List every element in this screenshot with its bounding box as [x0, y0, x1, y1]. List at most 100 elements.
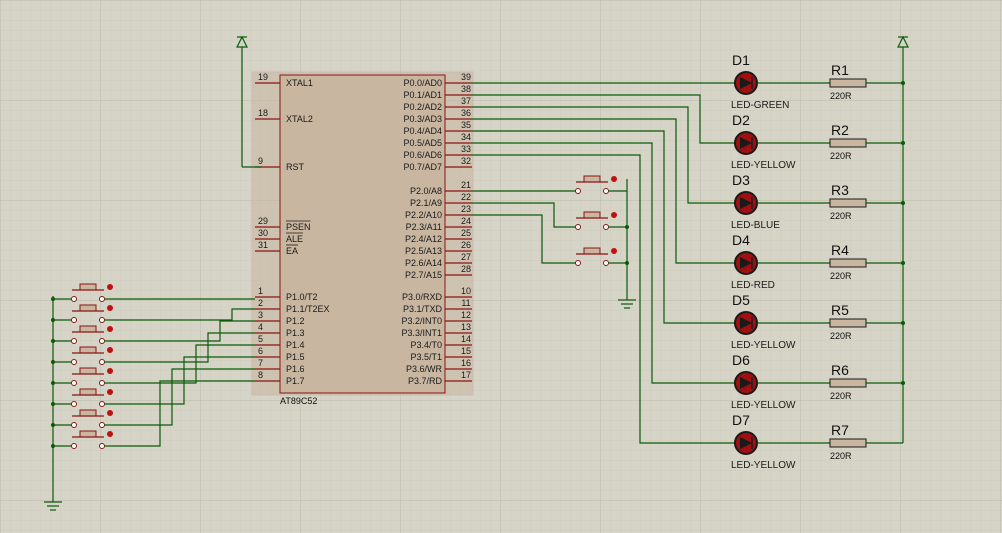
push-button-icon[interactable]: [472, 214, 629, 266]
junction-dot: [901, 261, 905, 265]
resistor-value-label: 220R: [830, 91, 852, 101]
mcu-chip[interactable]: AT89C52 19XTAL118XTAL29RST29PSEN30ALE31E…: [251, 71, 474, 406]
push-button-icon[interactable]: [51, 368, 255, 428]
mcu-pin-label: P3.0/RXD: [402, 292, 443, 302]
button-contact: [99, 401, 105, 407]
led-icon[interactable]: [730, 371, 830, 395]
junction-dot: [901, 141, 905, 145]
junction-dot: [51, 297, 55, 301]
push-button-icon[interactable]: [472, 202, 629, 230]
led-ref-label: D5: [732, 292, 750, 308]
led-icon[interactable]: [730, 431, 830, 455]
led-icon[interactable]: [730, 71, 830, 95]
mcu-pin-label: P0.6/AD6: [403, 150, 442, 160]
button-contact: [71, 296, 77, 302]
mcu-pin-number: 17: [461, 370, 471, 380]
resistor-ref-label: R2: [831, 122, 849, 138]
resistor-icon[interactable]: [829, 138, 903, 148]
button-dot: [107, 368, 113, 374]
mcu-pin-number: 10: [461, 286, 471, 296]
mcu-pin-label: P3.4/T0: [410, 340, 442, 350]
led-icon[interactable]: [730, 311, 830, 335]
led-icon[interactable]: [730, 191, 830, 215]
push-button-icon[interactable]: [472, 175, 627, 194]
button-cap: [583, 175, 601, 183]
button-dot: [611, 212, 617, 218]
button-contact: [603, 224, 609, 230]
mcu-left-pins: 19XTAL118XTAL29RST29PSEN30ALE31EA1P1.0/T…: [255, 72, 330, 386]
wire: [472, 154, 730, 444]
mcu-pin-label: P3.7/RD: [408, 376, 443, 386]
mcu-pin-number: 13: [461, 322, 471, 332]
mcu-pin-number: 38: [461, 84, 471, 94]
led-ref-label: D7: [732, 412, 750, 428]
resistor-icon[interactable]: [829, 258, 903, 268]
push-button-icon[interactable]: [51, 304, 255, 323]
led-type-label: LED-RED: [731, 280, 775, 291]
mcu-body: [279, 74, 446, 394]
button-contact: [99, 359, 105, 365]
wire: [472, 214, 576, 264]
resistor-icon[interactable]: [829, 378, 903, 388]
push-button-icon[interactable]: [51, 283, 255, 302]
push-button-icon[interactable]: [51, 344, 255, 386]
button-contact: [99, 317, 105, 323]
push-button-icon[interactable]: [51, 332, 255, 365]
mcu-pin-number: 27: [461, 252, 471, 262]
resistor-icon[interactable]: [829, 318, 903, 328]
led-type-label: LED-YELLOW: [731, 400, 796, 411]
mcu-pin-label: P0.7/AD7: [403, 162, 442, 172]
mcu-pin-label: P0.4/AD4: [403, 126, 442, 136]
mcu-pin-number: 14: [461, 334, 471, 344]
button-cap: [79, 346, 97, 354]
mcu-pin-number: 25: [461, 228, 471, 238]
mcu-pin-number: 3: [258, 310, 263, 320]
junction-dot: [51, 381, 55, 385]
resistor-ref-label: R5: [831, 302, 849, 318]
button-contact: [71, 380, 77, 386]
mcu-name-label: AT89C52: [280, 396, 317, 406]
mcu-pin-number: 19: [258, 72, 268, 82]
led-triangle: [740, 197, 752, 209]
resistor-value-label: 220R: [830, 271, 852, 281]
button-contact: [99, 296, 105, 302]
mcu-pin-number: 35: [461, 120, 471, 130]
mcu-pin-number: 21: [461, 180, 471, 190]
mcu-pin-label: P1.0/T2: [286, 292, 318, 302]
resistor-icon[interactable]: [829, 438, 903, 448]
mcu-pin-label: P0.2/AD2: [403, 102, 442, 112]
button-contact: [99, 422, 105, 428]
mcu-pin-label: P2.6/A14: [405, 258, 442, 268]
junction-dot: [51, 360, 55, 364]
junction-dot: [51, 423, 55, 427]
mcu-pin-number: 36: [461, 108, 471, 118]
mcu-pin-number: 22: [461, 192, 471, 202]
mcu-pin-number: 30: [258, 228, 268, 238]
button-contact: [99, 380, 105, 386]
mcu-pin-number: 9: [258, 156, 263, 166]
wire: [472, 142, 730, 384]
button-cap: [79, 388, 97, 396]
resistor-body: [829, 78, 867, 88]
mcu-pin-label: P3.2/INT0: [401, 316, 442, 326]
junction-dot: [901, 321, 905, 325]
wire: [472, 106, 730, 204]
push-button-icon[interactable]: [51, 320, 255, 344]
mcu-pin-label: P1.7: [286, 376, 305, 386]
resistor-icon[interactable]: [829, 78, 903, 88]
led-triangle: [740, 77, 752, 89]
push-button-icon[interactable]: [51, 380, 255, 449]
resistor-icon[interactable]: [829, 198, 903, 208]
button-cap: [79, 304, 97, 312]
mcu-pin-label: P3.5/T1: [410, 352, 442, 362]
led-triangle: [740, 437, 752, 449]
button-contact: [71, 443, 77, 449]
mcu-pin-label: P1.4: [286, 340, 305, 350]
wire: [104, 332, 255, 363]
led-icon[interactable]: [730, 251, 830, 275]
led-icon[interactable]: [730, 131, 830, 155]
resistor-value-label: 220R: [830, 151, 852, 161]
